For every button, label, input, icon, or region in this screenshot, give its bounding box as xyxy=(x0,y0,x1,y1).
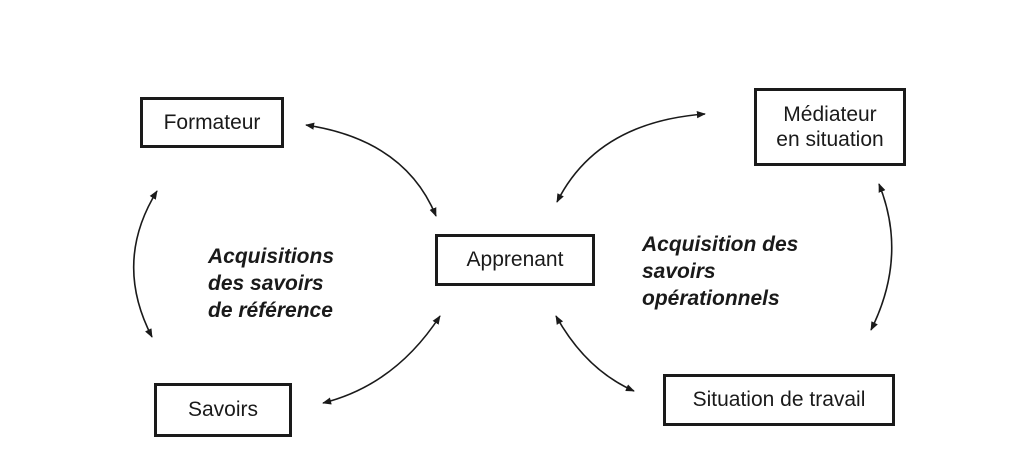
label-acquisition-operationnels: Acquisition des savoirs opérationnels xyxy=(642,231,798,312)
label-right-line3: opérationnels xyxy=(642,287,780,310)
node-apprenant: Apprenant xyxy=(435,234,595,286)
arrow-mediateur-situation xyxy=(870,183,893,331)
node-formateur: Formateur xyxy=(140,97,284,148)
node-mediateur: Médiateur en situation xyxy=(754,88,906,166)
node-savoirs: Savoirs xyxy=(154,383,292,437)
label-acquisitions-reference: Acquisitions des savoirs de référence xyxy=(208,243,334,324)
label-left-line3: de référence xyxy=(208,299,333,322)
arrow-mediateur-apprenant xyxy=(556,111,706,203)
node-mediateur-label-line1: Médiateur xyxy=(783,102,877,126)
label-left-line2: des savoirs xyxy=(208,272,324,295)
node-apprenant-label: Apprenant xyxy=(466,248,564,272)
arrow-apprenant-situation xyxy=(555,315,635,392)
node-formateur-label: Formateur xyxy=(163,110,261,134)
node-mediateur-label-line2: en situation xyxy=(776,128,884,151)
label-right-line2: savoirs xyxy=(642,260,716,283)
arrow-apprenant-savoirs xyxy=(322,315,441,405)
arrow-formateur-apprenant xyxy=(305,122,437,217)
node-situation-label: Situation de travail xyxy=(692,388,866,412)
label-right-line1: Acquisition des xyxy=(642,233,799,256)
label-left-line1: Acquisitions xyxy=(208,245,335,268)
arrow-formateur-savoirs xyxy=(132,190,158,338)
node-situation-de-travail: Situation de travail xyxy=(663,374,895,426)
node-savoirs-label: Savoirs xyxy=(187,398,259,422)
